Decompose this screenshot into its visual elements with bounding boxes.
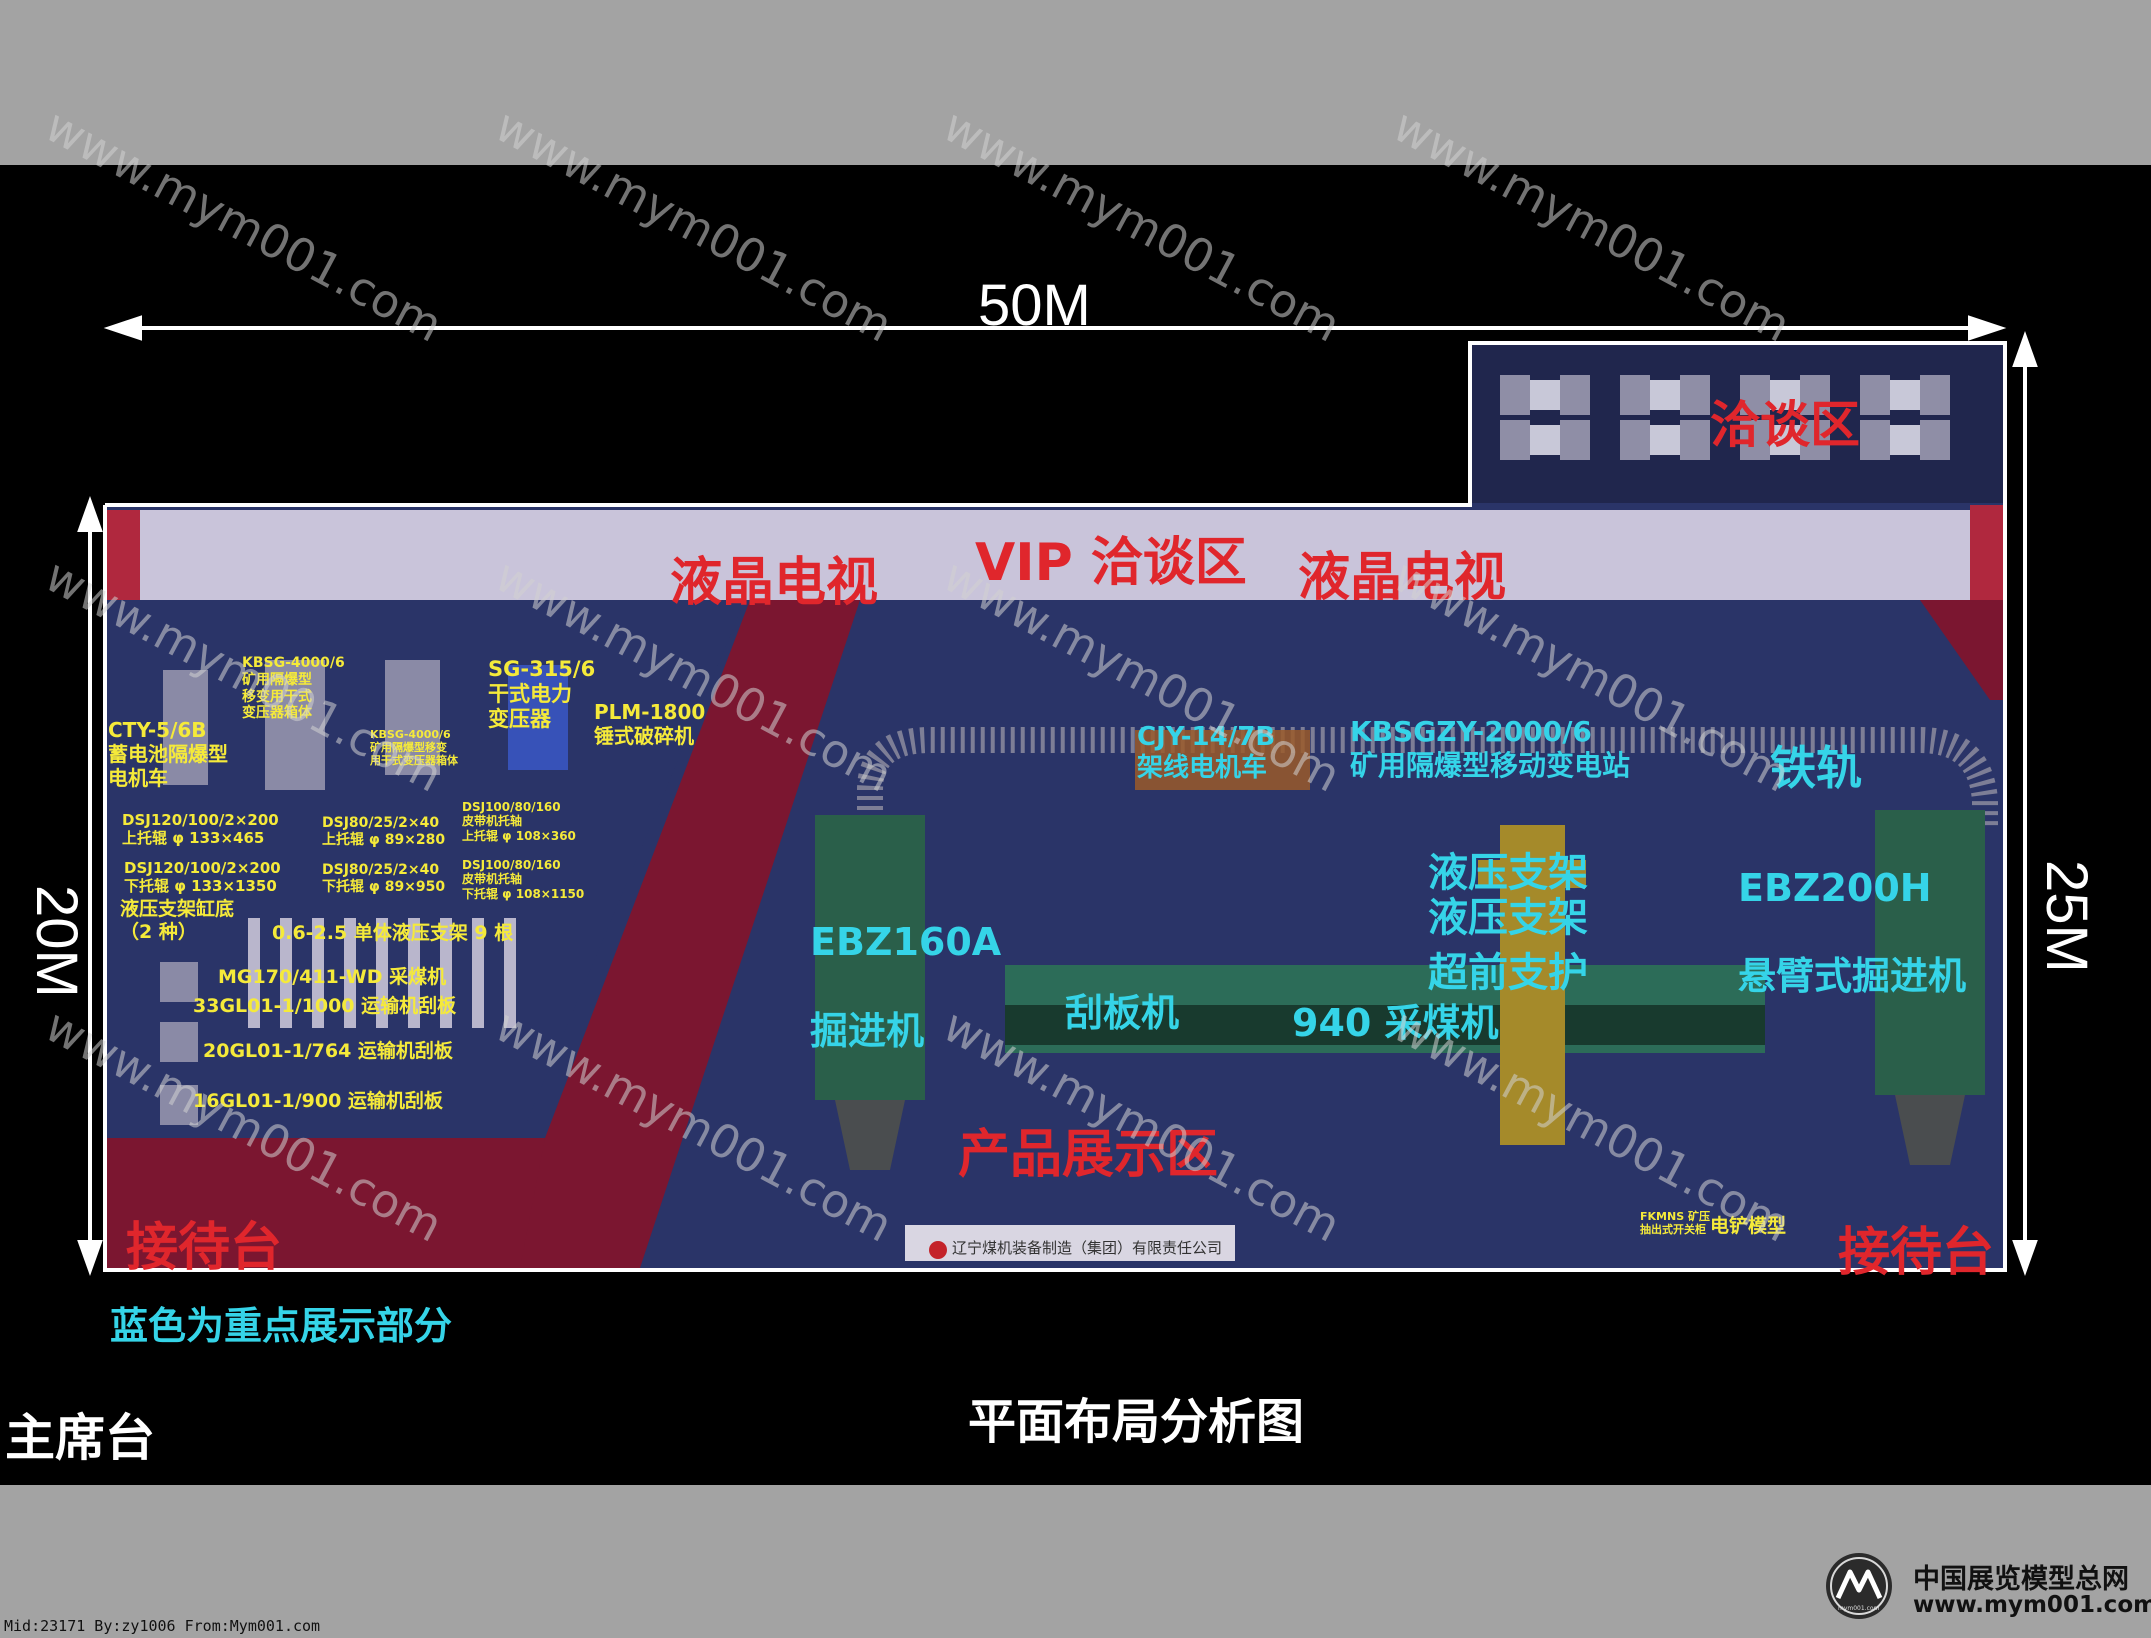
dsj100-upper-label: DSJ100/80/160 皮带机托轴 上托辊 φ 108×360 [462,800,576,843]
booth-sign-text: 辽宁煤机装备制造（集团）有限责任公司 [952,1239,1223,1257]
single-prop-label: 0.6-2.5 单体液压支架 9 根 [272,922,514,944]
dsj80-upper-label: DSJ80/25/2×40 上托辊 φ 89×280 [322,815,446,848]
hydraulic-support-arm [1478,860,1586,888]
site-logo[interactable]: mym001.com [1812,1550,1906,1622]
logo-url[interactable]: www.mym001.com [1913,1592,2151,1618]
lcd-tv-right-label: 液晶电视 [1298,548,1507,608]
roadheader-right-head [1895,1095,1965,1165]
sg-315-label: SG-315/6 干式电力 变压器 [488,657,596,732]
shearer-940-label: 940 采煤机 [1292,1001,1499,1045]
sgl33-label: 33GL01-1/1000 运输机刮板 [193,995,457,1017]
conveyor-strip [1005,1005,1765,1045]
hydraulic-support-label-2: 液压支架 [1428,895,1588,941]
ebz160a-desc-label: 掘进机 [810,1009,925,1053]
width-dimension-label: 50M [978,273,1091,338]
ava-logo-icon [1826,1553,1892,1619]
left-height-dimension-label: 20M [24,885,89,998]
booth-sign-board [905,1225,1235,1261]
red-carpet-bottom-left [105,1138,545,1268]
dsj100-lower-label: DSJ100/80/160 皮带机托轴 下托辊 φ 108×1150 [462,858,585,901]
negotiation-area-label: 洽谈区 [1710,396,1860,454]
rail-label: 铁轨 [1770,741,1862,795]
vip-area-label: VIP 洽谈区 [975,533,1247,593]
red-carpet-right [1430,600,2005,700]
logo-sub: mym001.com [1838,1605,1880,1612]
lcd-tv-left-label: 液晶电视 [670,553,879,613]
negotiation-tables [1500,375,1950,460]
ebz200h-label: EBZ200H [1738,866,1932,910]
negotiation-area-floor [1470,345,2005,503]
electric-shovel-label: 电铲模型 [1710,1215,1787,1237]
footer-id: Mid:23171 By:zy1006 From:Mym001.com [4,1617,321,1635]
scraper-label: 刮板机 [1065,991,1180,1035]
plm-1800-label: PLM-1800 锤式破碎机 [594,700,706,748]
roadheader-left-body [815,815,925,1100]
single-props [248,918,516,1028]
hydraulic-support-label-1: 液压支架 [1428,850,1588,896]
dsj120-lower-label: DSJ120/100/2×200 下托辊 φ 133×1350 [124,859,281,895]
hydraulic-cylinder-label: 液压支架缸底 （2 种） [120,898,235,943]
kbsg-4000-top-label: KBSG-4000/6 矿用隔爆型 移变用干式 变压器箱体 [242,655,345,722]
left-equipment-blocks [160,660,568,1125]
reception-left-label: 接待台 [126,1218,283,1278]
vip-panel-red-left [105,510,140,600]
red-carpet-diagonal [520,600,860,1268]
cjy-label: CJY-14/7B 架线电机车 [1137,722,1276,784]
dimension-arrows [77,315,2038,1276]
kbsg-4000-bottom-label: KBSG-4000/6 矿用隔爆型移变 用干式变压器箱体 [370,728,458,768]
reception-right-label: 接待台 [1838,1223,1995,1283]
vip-panel [138,510,1970,600]
advance-support-label: 超前支护 [1428,950,1588,996]
right-height-dimension-label: 25M [2034,860,2099,973]
cjy-locomotive [1135,730,1310,790]
product-display-label: 产品展示区 [958,1125,1219,1185]
vip-panel-red-right [1970,505,2005,600]
dsj80-lower-label: DSJ80/25/2×40 下托辊 φ 89×950 [322,862,446,895]
dsj120-upper-label: DSJ120/100/2×200 上托辊 φ 133×465 [122,811,279,847]
legend-note: 蓝色为重点展示部分 [110,1304,453,1348]
cty-locomotive-label: CTY-5/6B 蓄电池隔爆型 电机车 [108,718,228,790]
sgl20-label: 20GL01-1/764 运输机刮板 [203,1040,453,1062]
kbsgzy-label: KBSGZY-2000/6 矿用隔爆型移动变电站 [1350,715,1631,782]
ebz160a-label: EBZ160A [810,920,1002,964]
rail-track [857,727,1998,830]
fkmns-label: FKMNS 矿压 抽出式开关柜 [1640,1210,1710,1237]
podium-label: 主席台 [5,1409,155,1467]
sgl16-label: 16GL01-1/900 运输机刮板 [193,1090,443,1112]
logo-title: 中国展览模型总网 [1913,1564,2129,1595]
booth-sign-logo-icon [929,1241,947,1259]
roadheader-left-head [835,1100,905,1170]
diagram-caption: 平面布局分析图 [968,1394,1305,1450]
booth-outline [103,341,2007,1272]
roadheader-right-body [1875,810,1985,1095]
mg170-label: MG170/411-WD 采煤机 [218,966,447,988]
ebz200h-desc-label: 悬臂式掘进机 [1738,954,1967,998]
